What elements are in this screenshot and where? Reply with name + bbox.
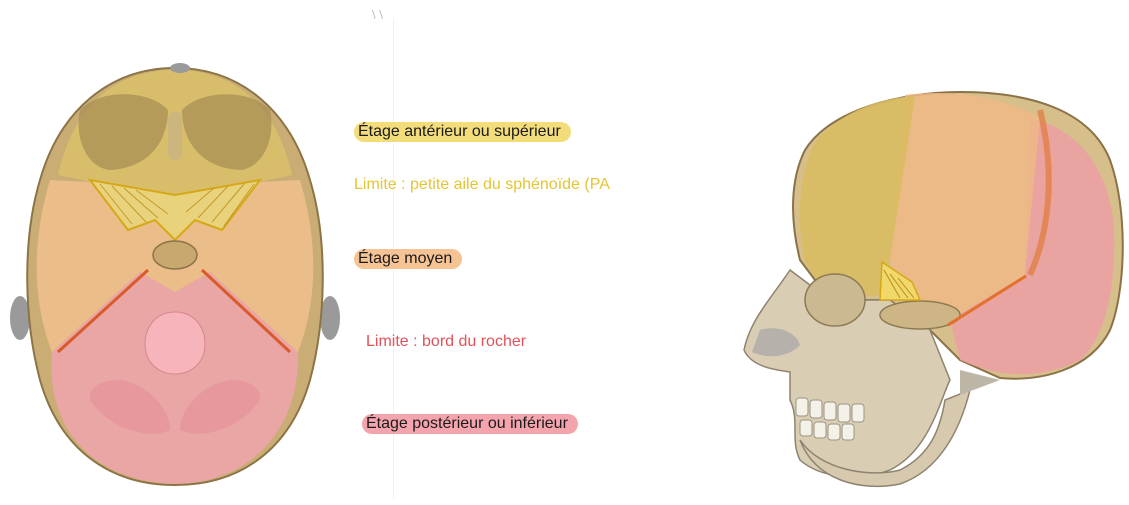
- anterior-limit-label: Limite : petite aile du sphénoïde (PA: [354, 175, 610, 195]
- middle-limit-label: Limite : bord du rocher: [366, 332, 526, 352]
- crista-galli: [168, 112, 182, 160]
- sella-turcica: [153, 241, 197, 269]
- top-knob: [170, 63, 190, 73]
- skull-base-illustration: [10, 63, 340, 485]
- skull-lateral-illustration: [744, 92, 1123, 486]
- middle-stage-label: Étage moyen: [354, 249, 462, 269]
- orbit: [805, 274, 865, 326]
- foramen-magnum: [145, 312, 205, 374]
- posterior-stage-label: Étage postérieur ou inférieur: [362, 414, 578, 434]
- anterior-stage-label: Étage antérieur ou supérieur: [354, 122, 571, 142]
